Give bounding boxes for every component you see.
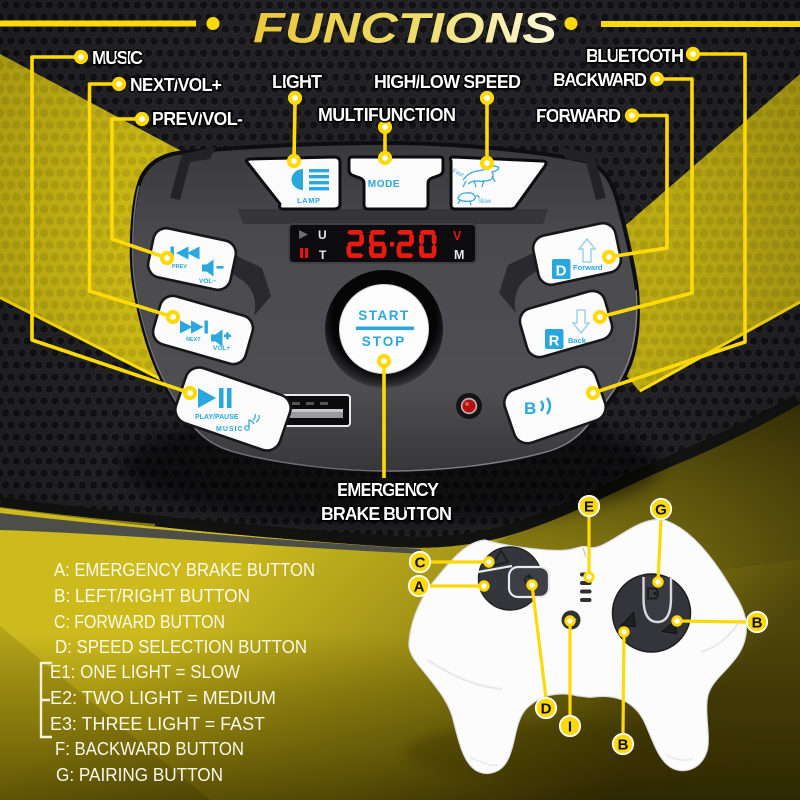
svg-text:FORWARD: FORWARD: [536, 106, 621, 126]
svg-text:MUSIC: MUSIC: [216, 426, 244, 433]
svg-text:G: G: [655, 502, 667, 519]
svg-text:C: FORWARD BUTTON: C: FORWARD BUTTON: [54, 611, 225, 632]
svg-text:G: PAIRING BUTTON: G: PAIRING BUTTON: [56, 764, 223, 785]
svg-text:STOP: STOP: [362, 334, 407, 349]
svg-text:C: C: [415, 555, 426, 572]
svg-text:NEXT: NEXT: [186, 337, 201, 343]
svg-text:A: EMERGENCY BRAKE BUTTON: A: EMERGENCY BRAKE BUTTON: [54, 559, 315, 580]
svg-text:PREV/VOL-: PREV/VOL-: [152, 109, 243, 129]
svg-text:E2: TWO LIGHT = MEDIUM: E2: TWO LIGHT = MEDIUM: [50, 687, 276, 708]
svg-text:MULTIFUNCTION: MULTIFUNCTION: [318, 105, 456, 125]
svg-text:B: B: [752, 615, 763, 632]
svg-text:PLAY/PAUSE: PLAY/PAUSE: [195, 414, 239, 421]
svg-text:A: A: [414, 579, 425, 596]
svg-text:F: BACKWARD BUTTON: F: BACKWARD BUTTON: [55, 738, 244, 759]
svg-text:T: T: [319, 248, 327, 262]
svg-text:B: LEFT/RIGHT BUTTON: B: LEFT/RIGHT BUTTON: [54, 585, 250, 606]
svg-text:VOL+: VOL+: [213, 345, 230, 352]
svg-text:D: D: [556, 263, 567, 280]
svg-text:B: B: [618, 737, 629, 754]
svg-text:M: M: [454, 248, 464, 262]
svg-text:VOL−: VOL−: [199, 278, 216, 285]
svg-text:E: E: [584, 499, 594, 516]
svg-text:BRAKE BUTTON: BRAKE BUTTON: [321, 504, 452, 524]
svg-text:LAMP: LAMP: [297, 196, 321, 205]
svg-text:START: START: [358, 308, 410, 323]
svg-text:NEXT/VOL+: NEXT/VOL+: [130, 75, 222, 95]
svg-text:HIGH/LOW SPEED: HIGH/LOW SPEED: [374, 72, 521, 92]
svg-text:B: B: [524, 399, 536, 418]
svg-text:Forward: Forward: [573, 263, 603, 272]
svg-text:V: V: [453, 229, 462, 243]
svg-text:FUNCTIONS: FUNCTIONS: [253, 5, 557, 53]
svg-text:U: U: [318, 228, 327, 242]
svg-text:D: SPEED SELECTION BUTTON: D: SPEED SELECTION BUTTON: [55, 636, 307, 657]
svg-text:I: I: [568, 719, 572, 736]
svg-text:BACKWARD: BACKWARD: [553, 70, 647, 90]
svg-text:PREV: PREV: [172, 264, 187, 270]
svg-text:BLUETOOTH: BLUETOOTH: [586, 46, 684, 66]
svg-text:Slow: Slow: [478, 199, 492, 205]
svg-text:MODE: MODE: [368, 179, 400, 190]
svg-text:Back: Back: [568, 336, 587, 345]
svg-text:E1: ONE LIGHT = SLOW: E1: ONE LIGHT = SLOW: [50, 661, 240, 682]
svg-text:LIGHT: LIGHT: [272, 72, 322, 92]
svg-text:E3: THREE LIGHT = FAST: E3: THREE LIGHT = FAST: [50, 713, 265, 734]
svg-text:MUSIC: MUSIC: [92, 48, 143, 68]
svg-text:D: D: [541, 701, 552, 718]
svg-text:R: R: [549, 333, 560, 350]
svg-text:EMERGENCY: EMERGENCY: [337, 480, 439, 500]
svg-text:Fast: Fast: [451, 168, 464, 179]
